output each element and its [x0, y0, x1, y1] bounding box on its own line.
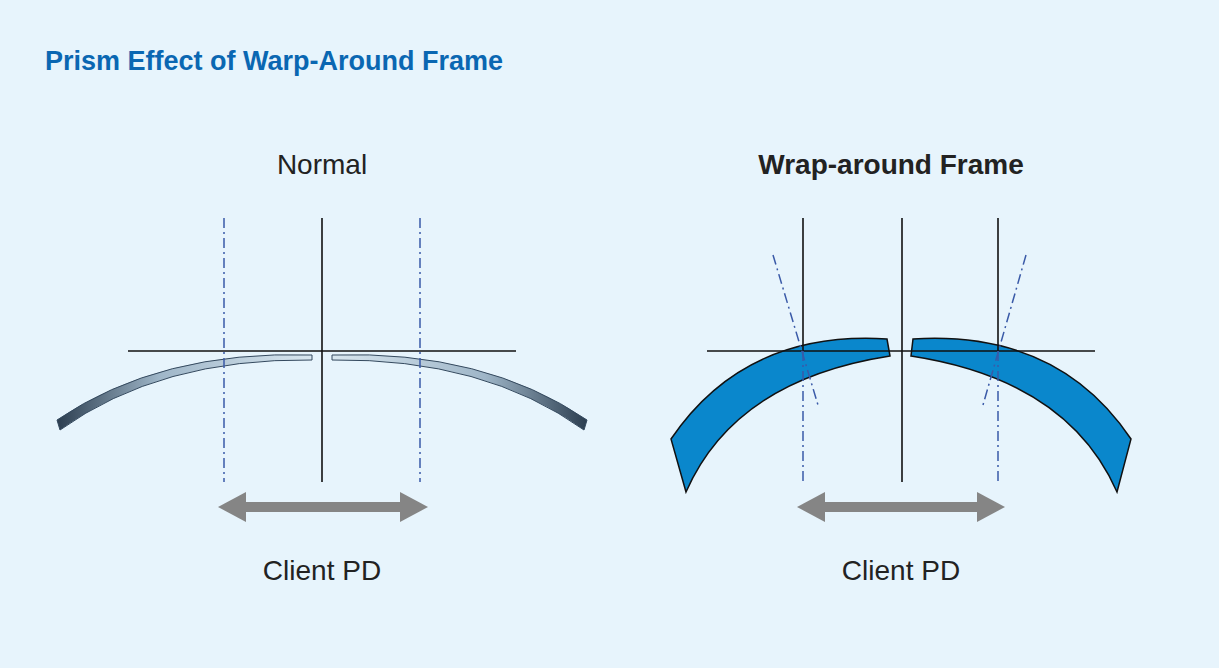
normal-axes	[128, 218, 516, 482]
pd-arrow	[797, 492, 1005, 522]
dimension-label: Client PD	[842, 555, 960, 587]
dimension-label: Client PD	[263, 555, 381, 587]
wrap-visual-axes	[773, 255, 1026, 482]
panel-heading: Normal	[277, 149, 367, 181]
normal-visual-axes	[224, 218, 420, 482]
diagram-title: Prism Effect of Warp-Around Frame	[45, 46, 503, 77]
wrap-axes	[707, 218, 1095, 482]
pd-arrow	[218, 492, 428, 522]
wrap-lenses	[671, 338, 1131, 492]
panel-heading: Wrap-around Frame	[758, 149, 1024, 181]
